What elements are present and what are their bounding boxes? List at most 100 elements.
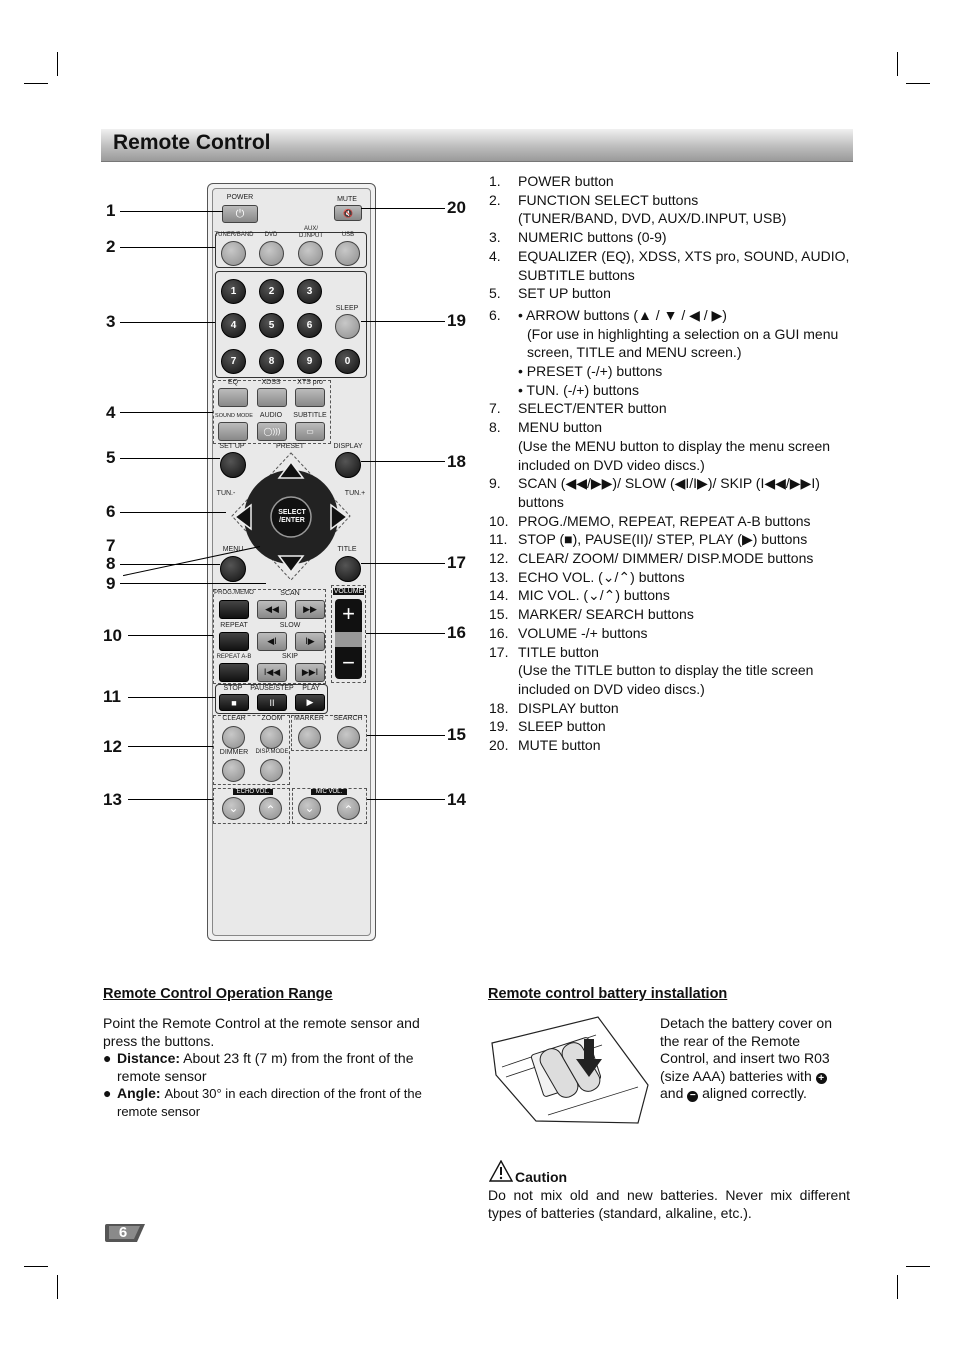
mic-vol-up-button[interactable]: ⌃ xyxy=(337,797,360,820)
prog-memo-button[interactable] xyxy=(219,600,249,619)
play-icon: ▶ xyxy=(306,697,314,707)
audio-icon: ◯))) xyxy=(263,427,281,436)
pause-icon: II xyxy=(269,697,275,708)
list-item: 18.DISPLAY button xyxy=(489,699,859,718)
clear-label: CLEAR xyxy=(222,715,246,722)
list-item: 20.MUTE button xyxy=(489,736,859,755)
menu-label: MENU xyxy=(222,546,244,553)
digit-button[interactable]: 3 xyxy=(297,279,322,304)
stop-button[interactable]: ■ xyxy=(219,694,249,711)
distance-text-wrap: Distance: About 23 ft (7 m) from the fro… xyxy=(117,1050,448,1085)
repeat-ab-button[interactable] xyxy=(219,663,249,682)
digit-button[interactable]: 5 xyxy=(259,313,284,338)
dvd-button[interactable] xyxy=(259,241,284,266)
list-text: ECHO VOL. (⌄/⌃) buttons xyxy=(518,568,685,585)
echo-vol-down-button[interactable]: ⌄ xyxy=(222,797,245,820)
xdss-label: XDSS xyxy=(261,379,281,386)
leader-line xyxy=(366,633,445,634)
callout-number: 14 xyxy=(447,790,466,809)
slow-forward-button[interactable]: I▶ xyxy=(295,632,325,651)
list-number: 13. xyxy=(489,568,509,585)
display-button[interactable] xyxy=(335,452,361,478)
list-number xyxy=(489,362,518,381)
digit-button[interactable]: 6 xyxy=(297,313,322,338)
digit-button[interactable]: 8 xyxy=(259,349,284,374)
scan-forward-button[interactable]: ▶▶ xyxy=(295,600,325,619)
volume-up-icon[interactable]: + xyxy=(342,601,355,626)
list-item: 6.• ARROW buttons (▲ / ▼ / ◀ / ▶) xyxy=(489,306,859,325)
arrow-down-icon[interactable] xyxy=(277,555,305,574)
callout-number: 6 xyxy=(106,502,116,521)
list-number: 20. xyxy=(489,737,509,754)
list-number: 2. xyxy=(489,191,501,208)
marker-button[interactable] xyxy=(298,726,321,749)
list-text: NUMERIC buttons (0-9) xyxy=(518,229,667,246)
zoom-button[interactable] xyxy=(260,726,283,749)
digit-button[interactable]: 9 xyxy=(297,349,322,374)
subtitle-button[interactable]: ▭ xyxy=(295,422,325,441)
stop-label: STOP xyxy=(223,685,243,692)
play-button[interactable]: ▶ xyxy=(295,694,325,711)
tuner-band-label: TUNER/BAND xyxy=(214,232,254,238)
skip-forward-button[interactable]: ▶▶I xyxy=(295,663,325,682)
repeat-button[interactable] xyxy=(219,632,249,651)
mic-vol-group xyxy=(292,788,367,824)
scan-back-button[interactable]: ◀◀ xyxy=(257,600,287,619)
aux-button[interactable] xyxy=(298,241,323,266)
callout-number: 2 xyxy=(106,237,116,256)
list-text-main: TITLE button xyxy=(518,643,599,660)
echo-vol-group xyxy=(213,788,290,824)
sound-mode-label: SOUND MODE xyxy=(215,413,253,419)
setup-button[interactable] xyxy=(220,452,246,478)
mic-vol-down-button[interactable]: ⌄ xyxy=(298,797,321,820)
digit-button[interactable]: 7 xyxy=(221,349,246,374)
select-enter-label: SELECT /ENTER xyxy=(278,509,306,524)
list-item: 16.VOLUME -/+ buttons xyxy=(489,624,859,643)
digit-button[interactable]: 0 xyxy=(335,349,360,374)
select-enter-button[interactable] xyxy=(270,496,312,538)
arrow-right-icon[interactable] xyxy=(330,503,349,531)
sleep-button[interactable] xyxy=(335,314,360,339)
slow-back-button[interactable]: ◀I xyxy=(257,632,287,651)
list-number xyxy=(489,325,518,362)
arrow-left-icon[interactable] xyxy=(233,503,252,531)
mute-button[interactable]: 🔇 xyxy=(334,205,362,221)
volume-rocker[interactable]: + − xyxy=(335,599,362,679)
crop-mark xyxy=(897,1275,898,1299)
list-text-extra: (Use the MENU button to display the menu… xyxy=(518,437,831,473)
chevron-up-icon: ⌃ xyxy=(265,803,276,817)
audio-button[interactable]: ◯))) xyxy=(257,422,287,441)
echo-vol-up-button[interactable]: ⌃ xyxy=(259,797,282,820)
xdss-button[interactable] xyxy=(257,388,287,407)
volume-down-icon[interactable]: − xyxy=(342,650,355,675)
search-button[interactable] xyxy=(337,726,360,749)
sound-mode-button[interactable] xyxy=(218,422,248,441)
crop-mark xyxy=(57,52,58,76)
leader-line xyxy=(367,735,445,736)
title-button[interactable] xyxy=(335,556,361,582)
menu-button[interactable] xyxy=(220,556,246,582)
title-label: TITLE xyxy=(337,546,357,553)
pause-step-button[interactable]: II xyxy=(257,694,287,711)
usb-button[interactable] xyxy=(335,241,360,266)
digit-button[interactable]: 1 xyxy=(221,279,246,304)
skip-back-button[interactable]: I◀◀ xyxy=(257,663,287,682)
digit-button[interactable]: 2 xyxy=(259,279,284,304)
leader-line xyxy=(128,635,213,636)
crop-mark xyxy=(57,1275,58,1299)
clear-button[interactable] xyxy=(222,726,245,749)
sound-group xyxy=(213,380,331,444)
dimmer-button[interactable] xyxy=(222,759,245,782)
battery-text-2: and xyxy=(660,1085,684,1101)
disp-mode-button[interactable] xyxy=(260,759,283,782)
digit-button[interactable]: 4 xyxy=(221,313,246,338)
slow-label: SLOW xyxy=(279,622,301,629)
eq-button[interactable] xyxy=(218,388,248,407)
power-button[interactable]: ⏻ xyxy=(222,205,258,223)
tuner-band-button[interactable] xyxy=(221,241,246,266)
audio-label: AUDIO xyxy=(259,412,283,419)
arrow-up-icon[interactable] xyxy=(277,460,305,479)
xts-pro-button[interactable] xyxy=(295,388,325,407)
crop-mark xyxy=(906,1266,930,1267)
list-number: 12. xyxy=(489,550,509,567)
